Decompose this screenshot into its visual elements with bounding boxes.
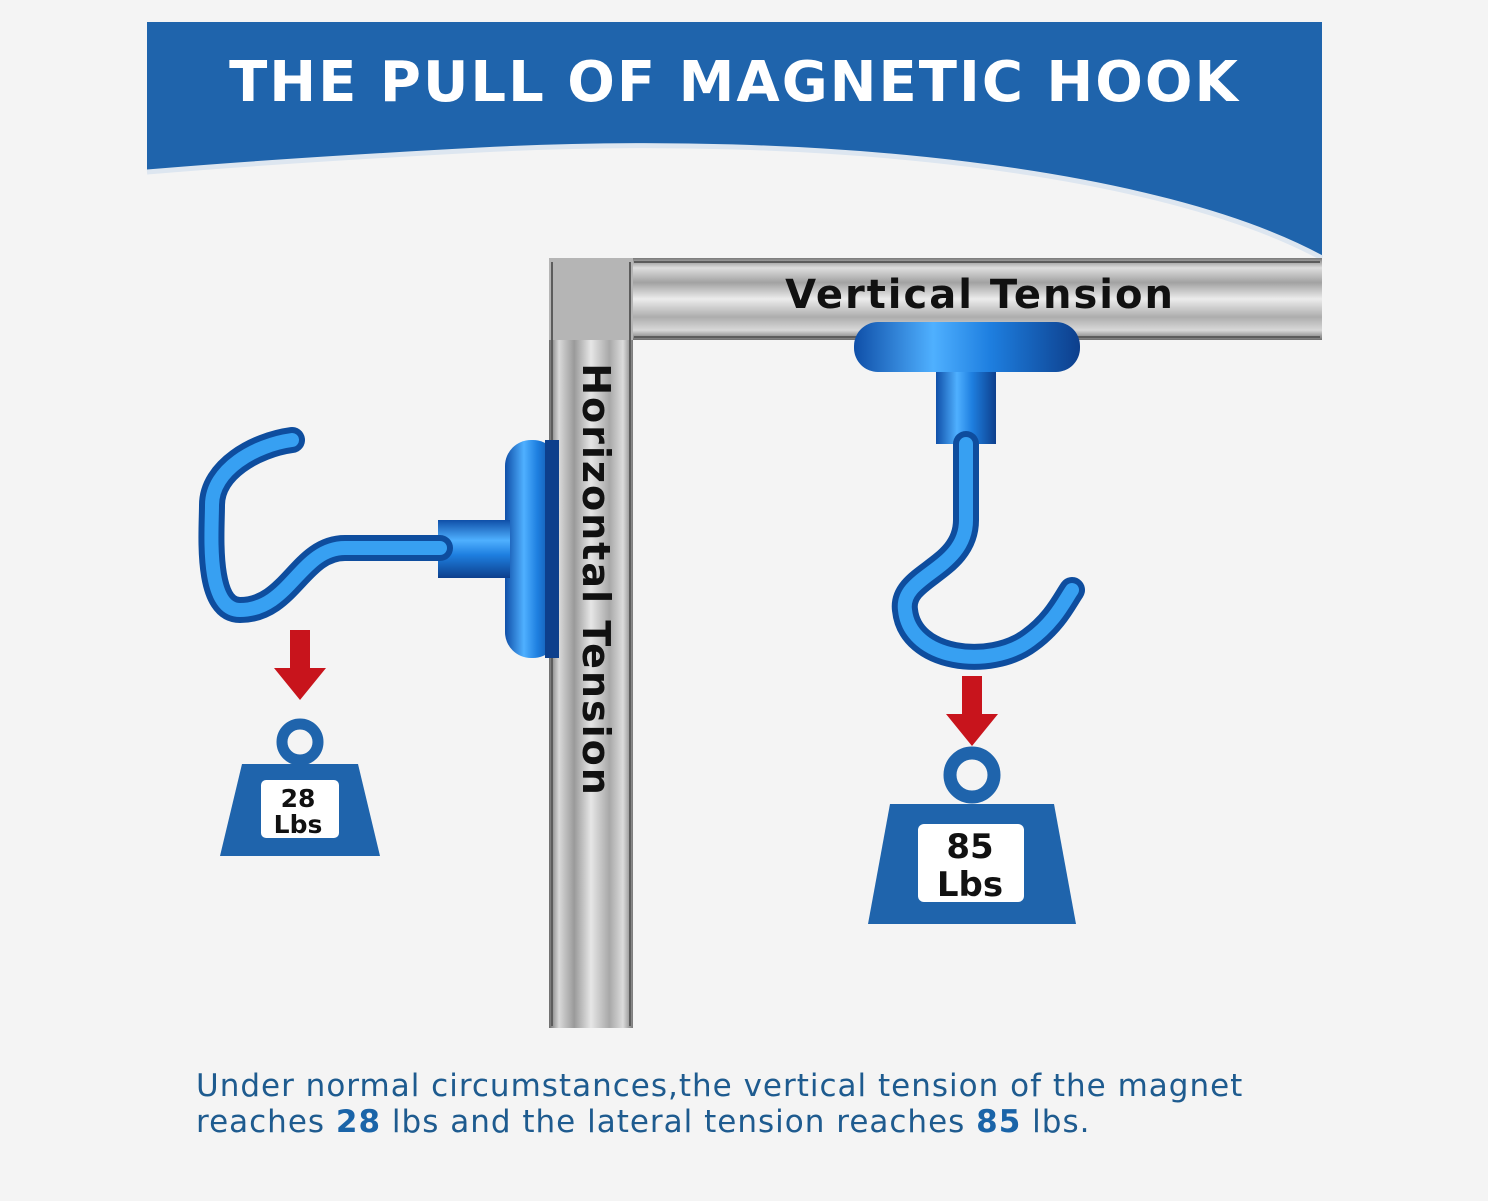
banner-edge xyxy=(146,143,1324,261)
weight-unit: Lbs xyxy=(936,865,1004,905)
caption-value: 85 xyxy=(976,1104,1022,1140)
weight-unit: Lbs xyxy=(273,810,323,839)
weight-value: 85 xyxy=(946,827,994,867)
page-title: THE PULL OF MAGNETIC HOOK xyxy=(229,50,1240,115)
weight-label-horizontal: 28 Lbs xyxy=(258,786,338,838)
weight-value: 28 xyxy=(280,784,316,813)
vertical-tension-label: Vertical Tension xyxy=(785,272,1175,318)
down-arrow-icon xyxy=(274,630,326,700)
weight-label-vertical: 85 Lbs xyxy=(918,830,1022,906)
caption-text: lbs. xyxy=(1021,1104,1091,1140)
horizontal-tension-text: Horizontal Tension xyxy=(574,363,618,797)
title-banner xyxy=(147,22,1322,258)
magnet-hook-icon xyxy=(198,427,559,658)
weight-icon xyxy=(868,746,1076,924)
caption-text: Under normal circumstances,the vertical … xyxy=(196,1068,1244,1140)
weight-icon xyxy=(220,718,380,856)
down-arrow-icon xyxy=(946,676,998,746)
caption-value: 28 xyxy=(335,1104,382,1140)
magnet-hook-icon xyxy=(854,322,1085,670)
caption: Under normal circumstances,the vertical … xyxy=(196,1068,1306,1140)
vertical-steel-bar xyxy=(549,258,633,1028)
caption-text: lbs and the lateral tension reaches xyxy=(381,1104,977,1140)
